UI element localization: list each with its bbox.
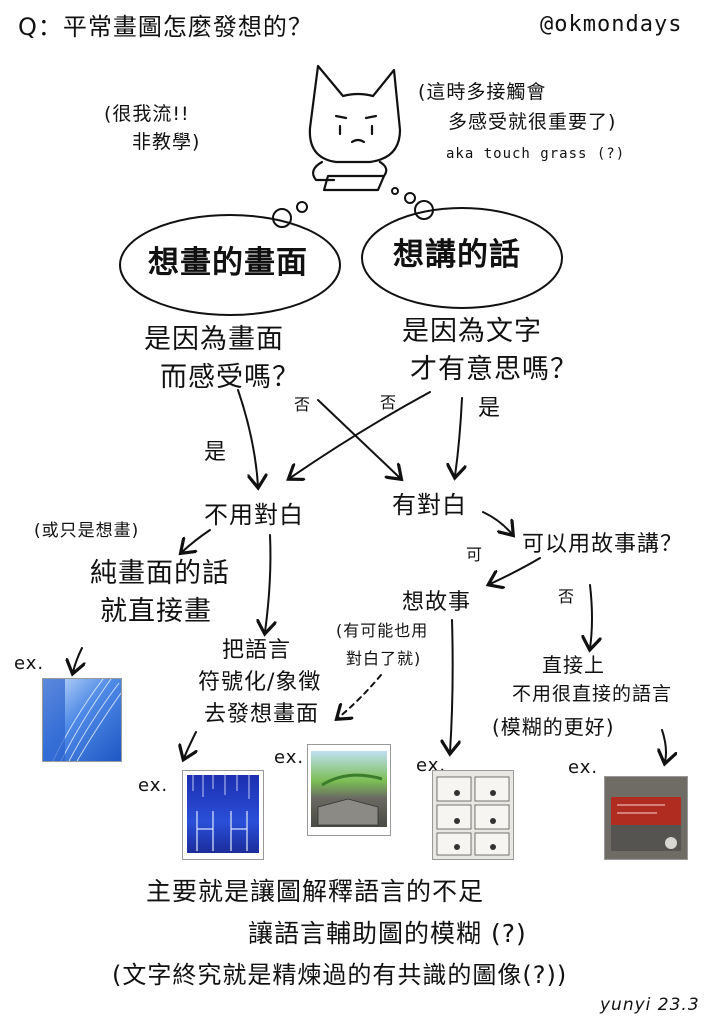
footer-line1: 主要就是讓圖解釋語言的不足 xyxy=(146,877,485,906)
node-no-dialogue: 不用對白 xyxy=(204,501,304,529)
branch-right-no: 否 xyxy=(380,393,398,412)
node-can-story: 可以用故事講？ xyxy=(522,532,684,557)
direct-line1: 直接上 xyxy=(542,653,605,677)
example-image-banner xyxy=(604,776,688,860)
node-has-dialogue: 有對白 xyxy=(392,491,467,519)
footer-line2: 讓語言輔助圖的模糊 (?) xyxy=(248,919,527,948)
pure-line1: 純畫面的話 xyxy=(90,558,230,589)
example-image-architecture xyxy=(42,678,122,762)
example-image-comic xyxy=(432,770,514,860)
symbol-line1: 把語言 xyxy=(222,638,292,663)
note-right-line1: (這時多接觸會 xyxy=(418,81,547,103)
bubble-left xyxy=(119,214,341,316)
example-image-chairs xyxy=(182,770,264,860)
bubble-right xyxy=(361,207,563,309)
footer-line3: (文字終究就是精煉過的有共識的圖像(?)) xyxy=(112,961,568,989)
branch-left-no: 否 xyxy=(294,395,312,414)
note-right-line2: 多感受就很重要了) xyxy=(448,111,617,133)
pure-line2: 就直接畫 xyxy=(100,596,212,627)
ex-label-1: ex. xyxy=(14,653,45,674)
page-question: Q：平常畫圖怎麼發想的？ xyxy=(18,13,313,41)
branch-right-yes: 是 xyxy=(478,396,502,421)
ex-label-3: ex. xyxy=(274,747,305,768)
question-left-line2: 而感受嗎？ xyxy=(160,362,300,393)
ex-label-2: ex. xyxy=(138,775,169,796)
example-image-landscape xyxy=(307,744,391,836)
bubble-left-text: 想畫的畫面 xyxy=(148,245,308,281)
question-right-line2: 才有意思嗎？ xyxy=(410,354,578,385)
ex-label-5: ex. xyxy=(568,757,599,778)
branch-story-no: 否 xyxy=(558,587,576,606)
symbol-line2: 符號化/象徵 xyxy=(198,670,322,695)
question-right-line1: 是因為文字 xyxy=(402,316,542,347)
branch-story-yes: 可 xyxy=(466,545,484,564)
note-left-line1: (很我流!! xyxy=(104,103,190,125)
pure-note: (或只是想畫) xyxy=(34,521,140,541)
direct-line2: 不用很直接的語言 xyxy=(512,683,673,705)
note-left-line2: 非教學) xyxy=(132,131,201,153)
branch-left-yes: 是 xyxy=(204,440,228,465)
story-note-line2: 對白了就) xyxy=(346,649,422,668)
bubble-right-text: 想講的話 xyxy=(393,237,521,273)
symbol-line3: 去發想畫面 xyxy=(204,702,320,727)
signature: yunyi 23.3 xyxy=(600,995,700,1015)
cat-mascot-icon xyxy=(308,64,402,192)
story-note-line1: (有可能也用 xyxy=(336,621,429,640)
question-left-line1: 是因為畫面 xyxy=(144,324,284,355)
author-handle: @okmondays xyxy=(540,12,683,37)
story-node: 想故事 xyxy=(402,590,472,615)
direct-line3: (模糊的更好) xyxy=(492,715,615,739)
note-right-line3: aka touch grass (?) xyxy=(446,146,626,162)
